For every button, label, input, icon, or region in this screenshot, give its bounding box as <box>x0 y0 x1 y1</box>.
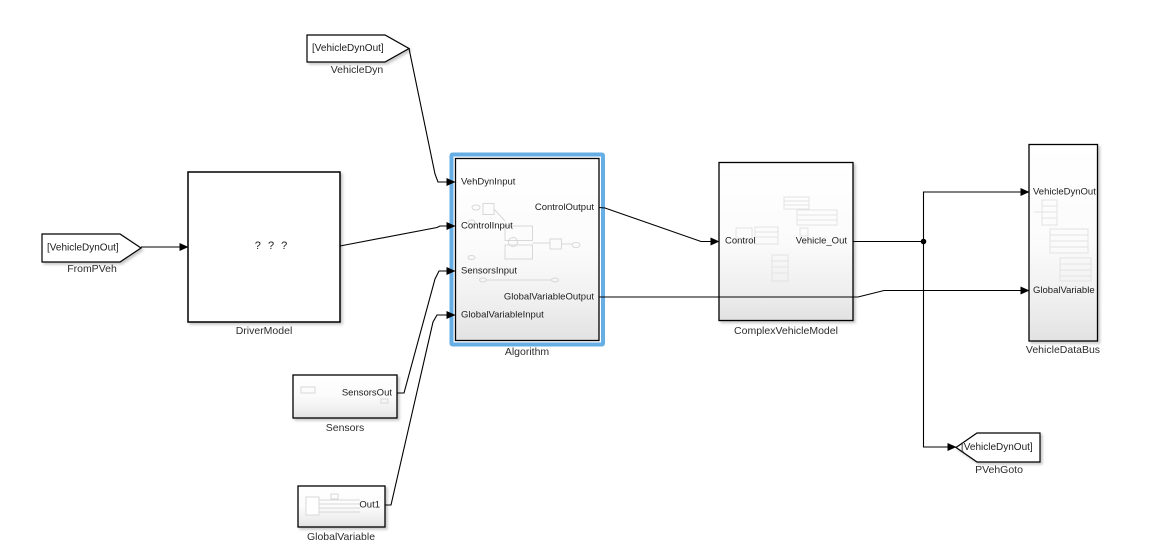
wire-vehicledyn-to-vehdyninput[interactable] <box>408 48 456 186</box>
inport-label-controlinput: ControlInput <box>461 221 513 232</box>
wire-sensors-to-sensorsinput[interactable] <box>397 267 456 394</box>
subsystem-preview-ghost <box>467 203 581 283</box>
wire-branch-to-pvehgoto[interactable] <box>922 241 957 451</box>
from-tag-frompveh[interactable]: [VehicleDynOut] FromPVeh <box>41 233 143 275</box>
goto-tag-pvehgoto[interactable]: [VehicleDynOut] PVehGoto <box>954 432 1041 476</box>
inport-label-globalvariable: GlobalVariable <box>1033 285 1095 296</box>
inport-label-vehicledynout: VehicleDynOut <box>1033 187 1096 198</box>
subsystem-preview-ghost <box>300 386 389 404</box>
block-algorithm[interactable]: VehDynInput ControlInput SensorsInput Gl… <box>449 152 605 359</box>
block-body[interactable] <box>292 374 398 419</box>
subsystem-preview-ghost <box>1034 199 1092 282</box>
block-name-label[interactable]: DriverModel <box>236 325 293 337</box>
inport-label-vehdyninput: VehDynInput <box>461 177 516 188</box>
from-tag-shape[interactable] <box>41 233 143 263</box>
block-vehicledatabus[interactable]: VehicleDynOut GlobalVariable VehicleData… <box>1026 143 1100 357</box>
block-sensors[interactable]: SensorsOut Sensors <box>292 374 398 434</box>
from-tag-shape[interactable] <box>306 34 411 63</box>
wires <box>141 48 1030 506</box>
block-name-label[interactable]: Algorithm <box>505 346 550 358</box>
outport-label-out1: Out1 <box>359 500 380 511</box>
block-body[interactable] <box>1028 143 1099 342</box>
from-tag-vehicledyn[interactable]: [VehicleDynOut] VehicleDyn <box>306 34 411 76</box>
wire-controloutput-to-control[interactable] <box>598 206 720 246</box>
block-drivermodel[interactable]: ? ? ? DriverModel <box>187 171 341 337</box>
wire-drivermodel-to-controlinput[interactable] <box>339 222 456 247</box>
wire-globalvariableoutput-to-globalvariable[interactable] <box>599 286 1030 298</box>
wire-branch-dot <box>920 238 927 245</box>
goto-tag-name[interactable]: PVehGoto <box>975 464 1023 476</box>
wire-globalvariable-to-globalvariableinput[interactable] <box>385 311 456 506</box>
block-complexvehiclemodel[interactable]: Control Vehicle_Out ComplexVehicleModel <box>718 161 854 338</box>
from-tag-name[interactable]: FromPVeh <box>67 263 117 275</box>
outport-label-controloutput: ControlOutput <box>535 202 595 213</box>
goto-tag-shape[interactable] <box>954 432 1041 463</box>
block-name-label[interactable]: ComplexVehicleModel <box>734 325 838 337</box>
inport-label-sensorsinput: SensorsInput <box>461 266 517 277</box>
subsystem-preview-ghost <box>305 493 360 516</box>
inport-label-control: Control <box>725 236 756 247</box>
selection-highlight <box>449 152 605 347</box>
wire-branch-to-vehicledynout[interactable] <box>922 188 1030 242</box>
from-tag-text: [VehicleDynOut] <box>47 243 119 254</box>
subsystem-preview-ghost <box>735 196 838 282</box>
outport-label-sensorsout: SensorsOut <box>342 388 393 399</box>
goto-tag-text: [VehicleDynOut] <box>961 442 1033 453</box>
inport-label-globalvariableinput: GlobalVariableInput <box>461 310 544 321</box>
block-body[interactable] <box>454 157 600 342</box>
from-tag-text: [VehicleDynOut] <box>312 43 384 54</box>
from-tag-name[interactable]: VehicleDyn <box>331 64 384 76</box>
block-name-label[interactable]: Sensors <box>326 422 365 434</box>
block-globalvariable[interactable]: Out1 GlobalVariable <box>297 485 386 543</box>
block-content-questionmarks: ? ? ? <box>255 240 289 252</box>
outport-label-globalvariableoutput: GlobalVariableOutput <box>504 292 594 303</box>
block-name-label[interactable]: GlobalVariable <box>307 531 375 543</box>
outport-label-vehicleout: Vehicle_Out <box>796 236 848 247</box>
block-name-label[interactable]: VehicleDataBus <box>1026 344 1100 356</box>
